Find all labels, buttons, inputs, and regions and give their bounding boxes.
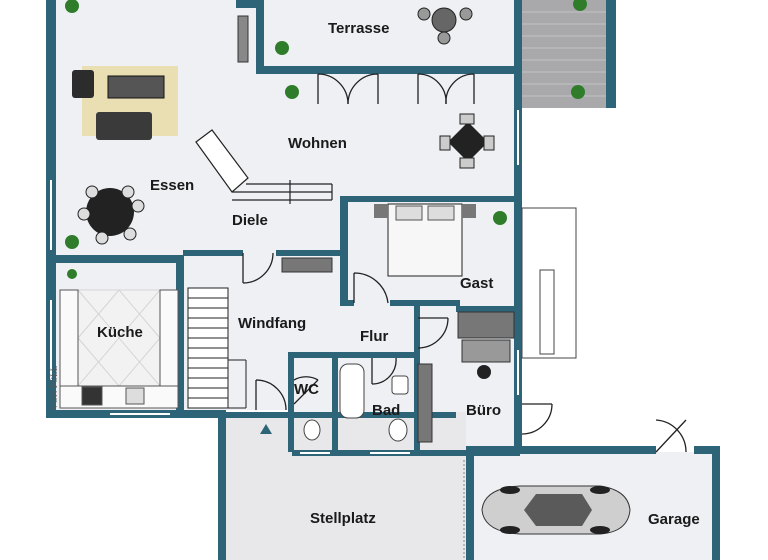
room-label-stellplatz: Stellplatz	[310, 510, 376, 527]
room-label-buero: Büro	[466, 402, 501, 419]
room-label-wc: WC	[294, 381, 319, 398]
kueche-tiles	[77, 289, 161, 387]
desk	[461, 339, 511, 379]
living-room-furniture	[72, 15, 249, 140]
room-label-diele: Diele	[232, 212, 268, 229]
watermark-logo: VON POLL	[49, 366, 59, 410]
room-label-kueche: Küche	[97, 324, 143, 341]
entrance-arrow-icon	[260, 424, 272, 434]
kitchen-counters	[59, 289, 179, 409]
room-label-terrasse: Terrasse	[328, 20, 389, 37]
room-label-bad: Bad	[372, 402, 400, 419]
balcony-frame	[521, 207, 577, 359]
bathroom-fixtures	[303, 363, 409, 442]
staircase	[187, 287, 247, 409]
room-label-flur: Flur	[360, 328, 388, 345]
terrace-doors	[317, 73, 475, 105]
guest-bed	[374, 203, 476, 277]
diele-railing	[195, 129, 333, 204]
dining-table-essen	[77, 185, 145, 245]
room-label-wohnen: Wohnen	[288, 135, 347, 152]
cabinets	[281, 257, 515, 443]
terrace-table	[417, 7, 473, 45]
plants	[65, 0, 587, 279]
room-label-windfang: Windfang	[238, 315, 306, 332]
dining-table-wohnen	[439, 113, 495, 169]
room-label-garage: Garage	[648, 511, 700, 528]
windows	[50, 110, 519, 454]
room-label-essen: Essen	[150, 177, 194, 194]
interior-doors	[242, 252, 687, 453]
car-icon	[481, 485, 631, 535]
room-label-gast: Gast	[460, 275, 493, 292]
